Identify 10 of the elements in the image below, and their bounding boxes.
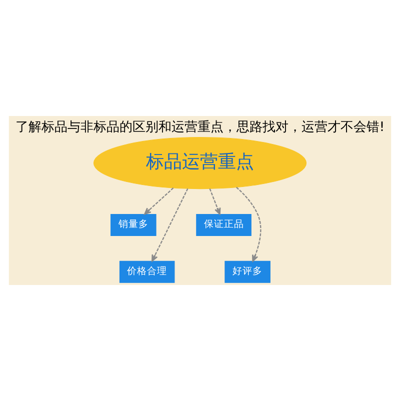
node-box: 保证正品 [196,213,252,236]
node-box: 好评多 [224,260,270,282]
node-ellipse: 标品运营重点 [93,136,307,189]
node-box: 价格合理 [119,260,175,282]
arrow [152,188,188,262]
node-box: 销量多 [110,213,156,236]
arrow [209,188,221,214]
arrow [236,186,262,262]
diagram-title: 了解标品与非标品的区别和运营重点，思路找对，运营才不会错! [15,120,385,135]
arrow [144,187,174,214]
